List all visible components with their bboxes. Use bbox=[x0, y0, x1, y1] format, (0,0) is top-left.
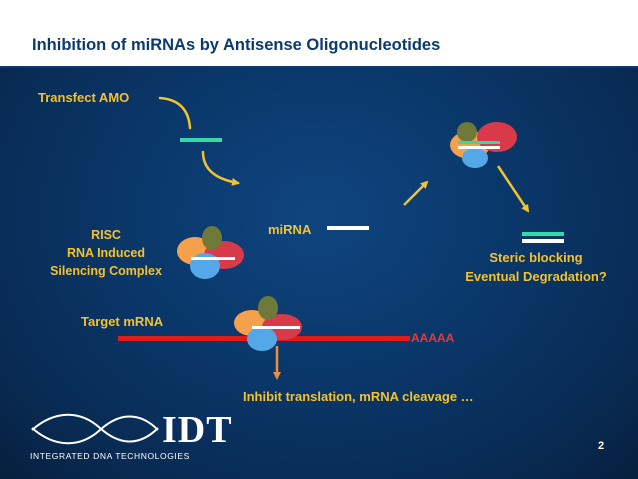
title-bar: Inhibition of miRNAs by Antisense Oligon… bbox=[0, 0, 638, 68]
inhibit-label: Inhibit translation, mRNA cleavage … bbox=[243, 389, 474, 404]
steric-label-line1: Steric blocking bbox=[489, 250, 583, 265]
target-mrna-label: Target mRNA bbox=[81, 314, 164, 329]
idt-helix-logo bbox=[31, 413, 159, 445]
duplex-mirna bbox=[522, 239, 564, 243]
idt-logo-mark: IDT bbox=[162, 409, 233, 451]
steric-label-line2: Eventual Degradation? bbox=[465, 269, 607, 284]
risc-label-line1: RISC bbox=[91, 228, 121, 242]
risc-on-mrna-icon bbox=[234, 296, 302, 351]
to-steric-arrow bbox=[496, 165, 530, 213]
blocked-risc-complex-icon bbox=[450, 122, 517, 168]
transfect-amo-label: Transfect AMO bbox=[38, 90, 130, 105]
transfect-arrow-bottom bbox=[201, 150, 240, 186]
transfect-arrow-top bbox=[158, 96, 192, 130]
page-number: 2 bbox=[598, 440, 605, 452]
risc-complex-icon bbox=[177, 226, 244, 279]
risc-label-line3: Silencing Complex bbox=[50, 264, 162, 278]
amo-oligo bbox=[180, 138, 222, 142]
mirna-label: miRNA bbox=[268, 222, 312, 237]
mirna-strand bbox=[327, 226, 369, 230]
slide-title: Inhibition of miRNAs by Antisense Oligon… bbox=[32, 36, 441, 54]
duplex-amo bbox=[522, 232, 564, 236]
risc-label-line2: RNA Induced bbox=[66, 246, 145, 260]
title-underline bbox=[0, 66, 638, 68]
polya-tail-label: AAAAA bbox=[411, 331, 455, 345]
idt-logo-subtitle: INTEGRATED DNA TECHNOLOGIES bbox=[30, 451, 190, 461]
to-blocked-arrow bbox=[403, 180, 429, 206]
